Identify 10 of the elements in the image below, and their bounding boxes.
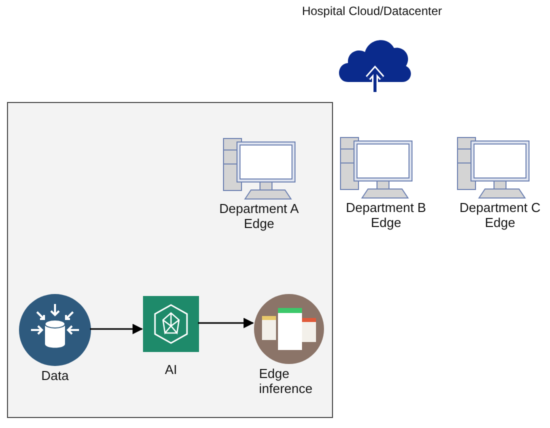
node-label: Data <box>40 368 70 383</box>
node-label: AI <box>164 362 178 377</box>
zone-panel <box>7 102 333 418</box>
node-label: Hospital Cloud/Datacenter <box>300 4 444 19</box>
node-label: Department A Edge <box>218 201 300 231</box>
node-label: Edge inference <box>259 366 314 396</box>
arrow <box>198 318 254 328</box>
node-label: Department C Edge <box>458 200 542 230</box>
arrow <box>90 324 144 334</box>
node-label: Department B Edge <box>344 200 428 230</box>
